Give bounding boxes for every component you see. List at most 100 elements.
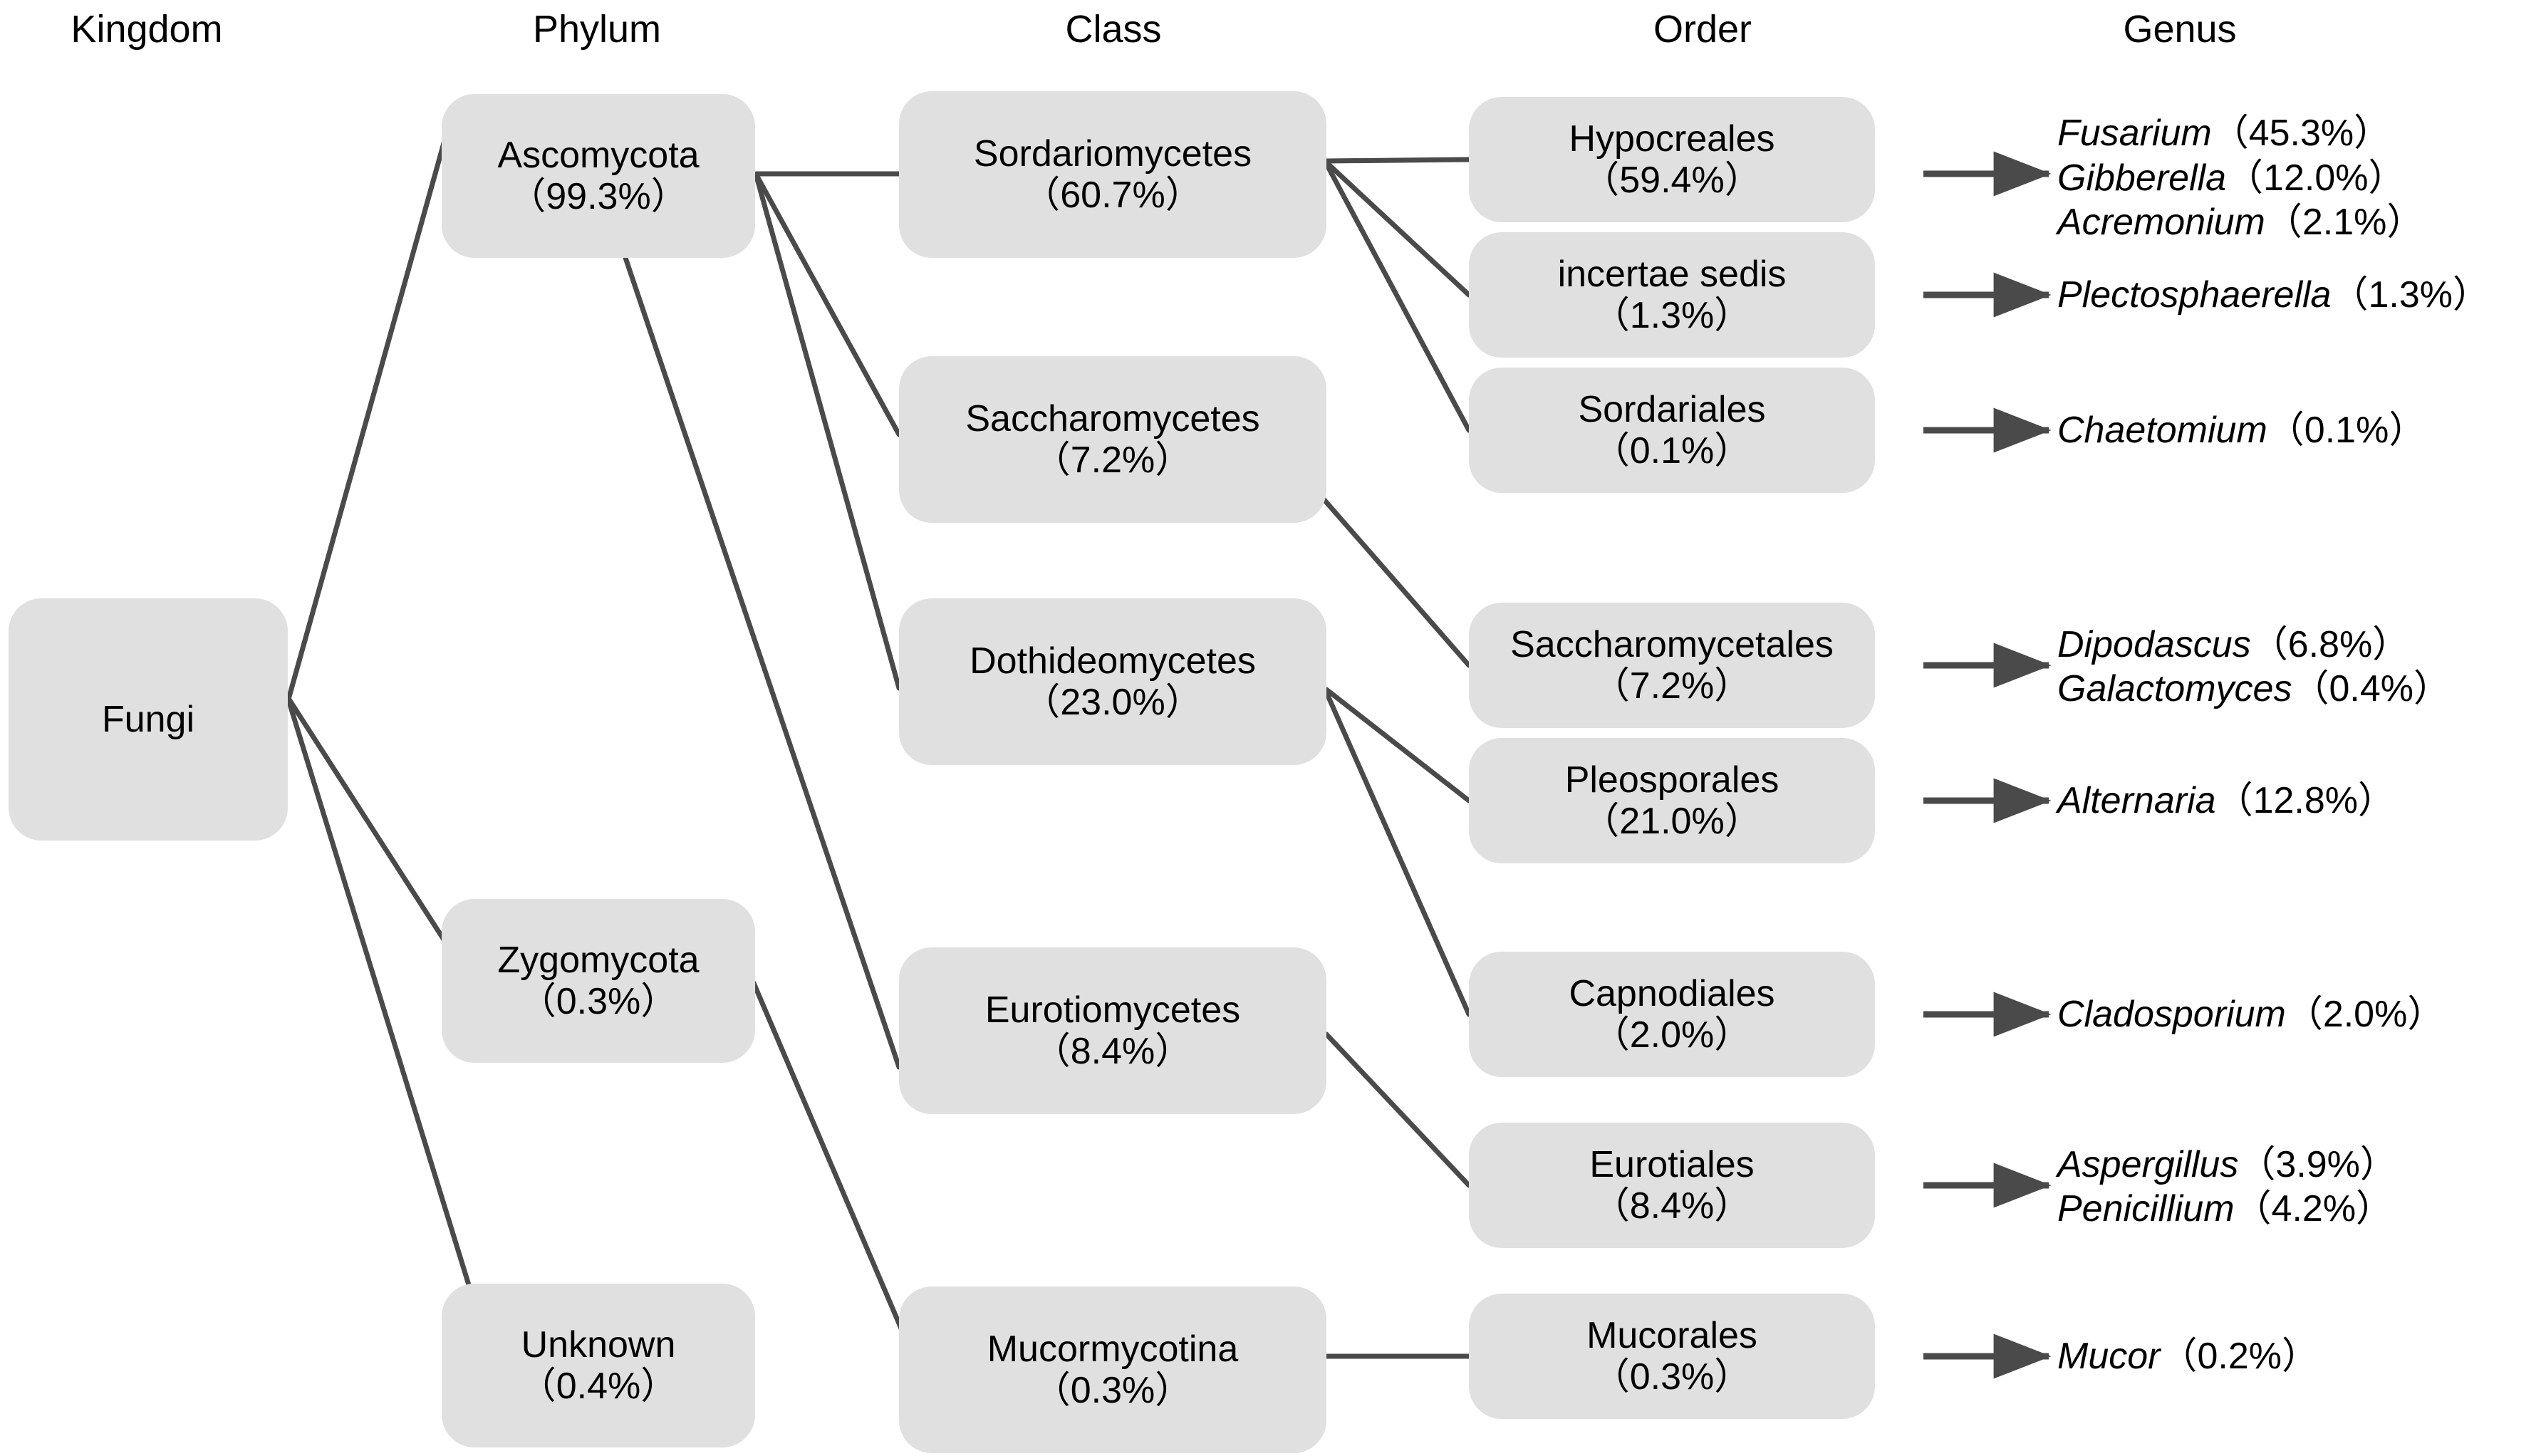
edge-saccharomycetes-to-saccharomycetales — [1308, 482, 1472, 668]
genus-percent: （1.3%） — [2331, 274, 2490, 316]
node-name: Eurotiales — [1589, 1143, 1755, 1185]
node-name: Unknown — [521, 1324, 676, 1366]
genus-percent: （2.0%） — [2285, 993, 2445, 1035]
node-incertae-sedis[interactable]: incertae sedis（1.3%） — [1469, 232, 1875, 358]
node-name: Mucorales — [1586, 1314, 1757, 1356]
genus-entry[interactable]: Aspergillus（3.9%） — [2057, 1143, 2397, 1187]
genus-mucorales: Mucor（0.2%） — [2057, 1333, 2319, 1379]
edge-fungi-to-zygomycota — [286, 697, 452, 950]
node-percent: （0.3%） — [519, 981, 678, 1022]
column-header-class: Class — [1065, 8, 1162, 51]
genus-entry[interactable]: Acremonium（2.1%） — [2057, 200, 2423, 244]
genus-name: Aspergillus — [2057, 1143, 2239, 1185]
node-ascomycota[interactable]: Ascomycota（99.3%） — [442, 94, 755, 258]
node-name: Ascomycota — [497, 134, 700, 176]
node-saccharomycetales[interactable]: Saccharomycetales（7.2%） — [1469, 603, 1875, 728]
genus-percent: （12.8%） — [2215, 779, 2396, 821]
node-name: Sordariomycetes — [973, 132, 1252, 175]
column-header-phylum: Phylum — [532, 8, 662, 51]
edge-dothideomycetes-to-capnodiales — [1324, 690, 1472, 1017]
edge-dothideomycetes-to-pleosporales — [1324, 687, 1472, 804]
node-name: Dothideomycetes — [970, 640, 1256, 682]
node-percent: （7.2%） — [1592, 665, 1752, 707]
node-percent: （60.7%） — [1023, 175, 1202, 216]
node-percent: （1.3%） — [1592, 295, 1752, 336]
genus-entry[interactable]: Dipodascus（6.8%） — [2057, 623, 2451, 667]
genus-name: Cladosporium — [2057, 993, 2286, 1035]
edge-zygomycota-to-mucormycotina — [751, 980, 906, 1336]
genus-entry[interactable]: Fusarium（45.3%） — [2057, 111, 2423, 155]
node-percent: （2.0%） — [1592, 1014, 1752, 1056]
node-percent: （59.4%） — [1582, 160, 1762, 201]
node-percent: （99.3%） — [509, 176, 688, 217]
node-capnodiales[interactable]: Capnodiales（2.0%） — [1469, 952, 1875, 1077]
genus-name: Fusarium — [2057, 113, 2212, 155]
node-name: Pleosporales — [1564, 759, 1779, 801]
genus-name: Penicillium — [2057, 1188, 2235, 1229]
node-name: Eurotiomycetes — [984, 989, 1241, 1031]
node-mucorales[interactable]: Mucorales（0.3%） — [1469, 1294, 1875, 1419]
genus-saccharomycetales: Dipodascus（6.8%）Galactomyces（0.4%） — [2057, 614, 2451, 719]
column-header-genus: Genus — [2123, 8, 2237, 51]
node-sordariales[interactable]: Sordariales（0.1%） — [1469, 368, 1875, 493]
genus-name: Alternaria — [2057, 779, 2216, 821]
node-saccharomycetes[interactable]: Saccharomycetes（7.2%） — [899, 356, 1326, 523]
node-eurotiales[interactable]: Eurotiales（8.4%） — [1469, 1123, 1875, 1248]
genus-percent: （45.3%） — [2211, 113, 2391, 155]
genus-entry[interactable]: Cladosporium（2.0%） — [2057, 992, 2444, 1036]
genus-entry[interactable]: Plectosphaerella（1.3%） — [2057, 273, 2490, 317]
node-percent: （23.0%） — [1023, 682, 1202, 723]
genus-percent: （12.0%） — [2226, 157, 2406, 199]
node-fungi[interactable]: Fungi — [9, 598, 288, 841]
edge-ascomycota-to-saccharomycetes — [754, 172, 902, 437]
edge-sordariomycetes-to-sordariales — [1324, 161, 1472, 433]
genus-entry[interactable]: Alternaria（12.8%） — [2057, 779, 2395, 823]
genus-name: Plectosphaerella — [2057, 274, 2332, 316]
genus-percent: （4.2%） — [2234, 1188, 2394, 1229]
genus-name: Acremonium — [2057, 202, 2265, 244]
node-zygomycota[interactable]: Zygomycota（0.3%） — [442, 899, 755, 1063]
node-name: Fungi — [101, 698, 195, 740]
genus-name: Chaetomium — [2057, 409, 2267, 451]
node-name: Hypocreales — [1569, 118, 1775, 160]
genus-percent: （0.4%） — [2292, 668, 2451, 709]
genus-entry[interactable]: Mucor（0.2%） — [2057, 1334, 2319, 1378]
node-pleosporales[interactable]: Pleosporales（21.0%） — [1469, 738, 1875, 863]
genus-percent: （3.9%） — [2238, 1143, 2397, 1185]
node-dothideomycetes[interactable]: Dothideomycetes（23.0%） — [899, 598, 1326, 765]
genus-percent: （0.2%） — [2160, 1335, 2319, 1377]
node-name: Mucormycotina — [987, 1328, 1239, 1370]
node-name: Sordariales — [1578, 388, 1766, 430]
genus-pleosporales: Alternaria（12.8%） — [2057, 778, 2395, 823]
node-unknown[interactable]: Unknown（0.4%） — [442, 1284, 755, 1447]
node-name: Saccharomycetales — [1510, 623, 1834, 665]
genus-hypocreales: Fusarium（45.3%）Gibberella（12.0%）Acremoni… — [2057, 93, 2423, 264]
genus-capnodiales: Cladosporium（2.0%） — [2057, 992, 2444, 1037]
genus-name: Galactomyces — [2057, 668, 2292, 709]
genus-percent: （2.1%） — [2265, 202, 2424, 244]
column-header-order: Order — [1653, 8, 1752, 51]
node-eurotiomycetes[interactable]: Eurotiomycetes（8.4%） — [899, 947, 1326, 1114]
node-percent: （8.4%） — [1592, 1185, 1752, 1227]
genus-entry[interactable]: Gibberella（12.0%） — [2057, 156, 2423, 200]
node-name: incertae sedis — [1557, 253, 1787, 295]
edge-sordariomycetes-to-incertae-sedis — [1324, 160, 1472, 298]
node-name: Saccharomycetes — [965, 397, 1260, 440]
genus-entry[interactable]: Chaetomium（0.1%） — [2057, 408, 2426, 452]
node-name: Zygomycota — [497, 939, 700, 981]
genus-eurotiales: Aspergillus（3.9%）Penicillium（4.2%） — [2057, 1134, 2397, 1239]
node-percent: （21.0%） — [1582, 801, 1762, 842]
node-sordariomycetes[interactable]: Sordariomycetes（60.7%） — [899, 91, 1326, 258]
node-mucormycotina[interactable]: Mucormycotina（0.3%） — [899, 1286, 1326, 1453]
edge-eurotiomycetes-to-eurotiales — [1324, 1031, 1472, 1188]
node-hypocreales[interactable]: Hypocreales（59.4%） — [1469, 97, 1875, 222]
column-header-kingdom: Kingdom — [71, 8, 223, 51]
node-name: Capnodiales — [1569, 972, 1775, 1014]
node-percent: （0.4%） — [519, 1366, 678, 1407]
genus-entry[interactable]: Penicillium（4.2%） — [2057, 1187, 2397, 1231]
genus-arrows — [1923, 151, 2052, 1379]
genus-entry[interactable]: Galactomyces（0.4%） — [2057, 667, 2451, 711]
genus-percent: （6.8%） — [2250, 623, 2410, 665]
genus-name: Gibberella — [2057, 157, 2227, 199]
